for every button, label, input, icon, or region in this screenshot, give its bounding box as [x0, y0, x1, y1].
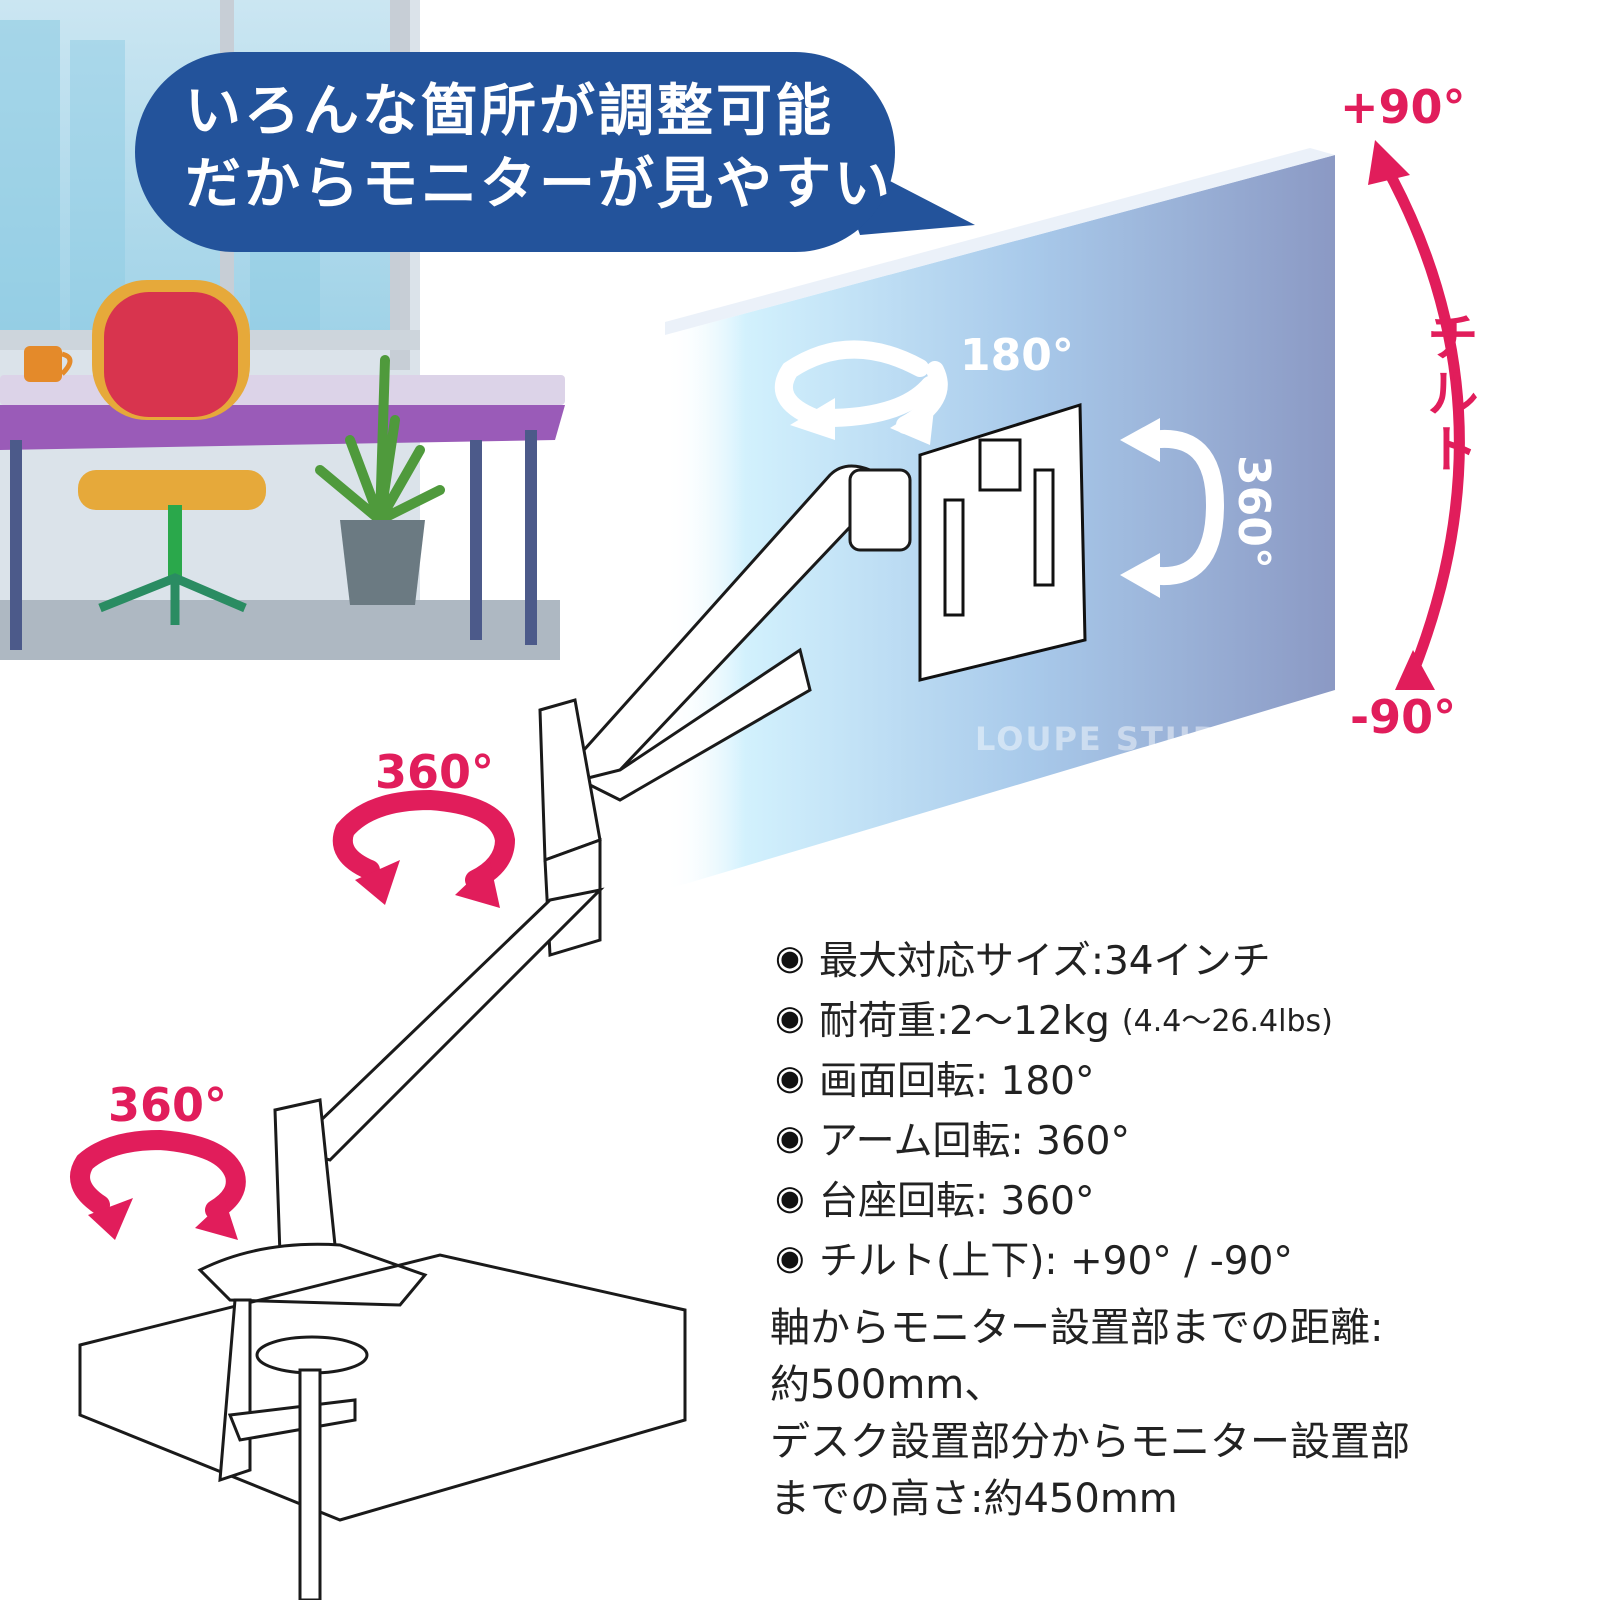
tilt-arc	[1368, 140, 1465, 690]
base-rotation-arrows	[70, 1129, 246, 1220]
spec-item: ◉ 耐荷重:2〜12kg (4.4〜26.4lbs)	[775, 988, 1575, 1048]
speech-bubble	[135, 52, 895, 252]
distance-note: 軸からモニター設置部までの距離: 約500mm、 デスク設置部分からモニター設置…	[770, 1300, 1590, 1528]
spec-label: アーム回転: 360°	[819, 1119, 1130, 1164]
spec-list: ◉ 最大対応サイズ:34インチ ◉ 耐荷重:2〜12kg (4.4〜26.4lb…	[775, 928, 1575, 1288]
watermark: LOUPE STUDIO	[975, 720, 1265, 758]
tilt-top-label: +90°	[1340, 80, 1466, 134]
monitor-arm	[78, 464, 912, 1600]
arm-rotation-arrows	[332, 789, 516, 890]
spec-extra: (4.4〜26.4lbs)	[1121, 1004, 1333, 1039]
note-line: 約500mm、	[770, 1362, 1005, 1408]
note-line: デスク設置部分からモニター設置部	[770, 1419, 1410, 1465]
bubble-line-2: だからモニターが見やすい	[185, 152, 893, 217]
bullet-icon: ◉	[775, 1058, 805, 1098]
spec-item: ◉ チルト(上下): +90° / -90°	[775, 1228, 1575, 1288]
base-rotation-label: 360°	[108, 1078, 228, 1132]
floor	[0, 600, 560, 660]
bullet-icon: ◉	[775, 938, 805, 978]
bullet-icon: ◉	[775, 1118, 805, 1158]
screen-rotation-label: 180°	[960, 330, 1074, 381]
spec-item: ◉ アーム回転: 360°	[775, 1108, 1575, 1168]
spec-label: チルト(上下): +90° / -90°	[819, 1239, 1293, 1284]
tilt-label: チルト	[1417, 310, 1477, 478]
spec-item: ◉ 最大対応サイズ:34インチ	[775, 928, 1575, 988]
spec-label: 耐荷重:2〜12kg	[819, 999, 1110, 1044]
plant	[315, 355, 445, 605]
mug	[24, 346, 62, 382]
tilt-bottom-label: -90°	[1350, 690, 1457, 744]
pivot-rotation-label: 360°	[1228, 455, 1279, 569]
pivot-rotation-arrows	[1141, 429, 1225, 586]
note-line: までの高さ:約450mm	[770, 1476, 1178, 1522]
arm-rotation-label: 360°	[375, 745, 495, 799]
spec-item: ◉ 画面回転: 180°	[775, 1048, 1575, 1108]
note-line: 軸からモニター設置部までの距離:	[770, 1305, 1384, 1351]
chair	[78, 280, 266, 625]
bullet-icon: ◉	[775, 1178, 805, 1218]
spec-label: 台座回転: 360°	[819, 1179, 1095, 1224]
spec-label: 最大対応サイズ:34インチ	[819, 939, 1271, 984]
desk-top	[0, 375, 565, 405]
bullet-icon: ◉	[775, 998, 805, 1038]
spec-item: ◉ 台座回転: 360°	[775, 1168, 1575, 1228]
vesa-plate	[918, 402, 1087, 682]
bubble-line-1: いろんな箇所が調整可能	[185, 79, 834, 144]
bullet-icon: ◉	[775, 1238, 805, 1278]
spec-label: 画面回転: 180°	[819, 1059, 1095, 1104]
